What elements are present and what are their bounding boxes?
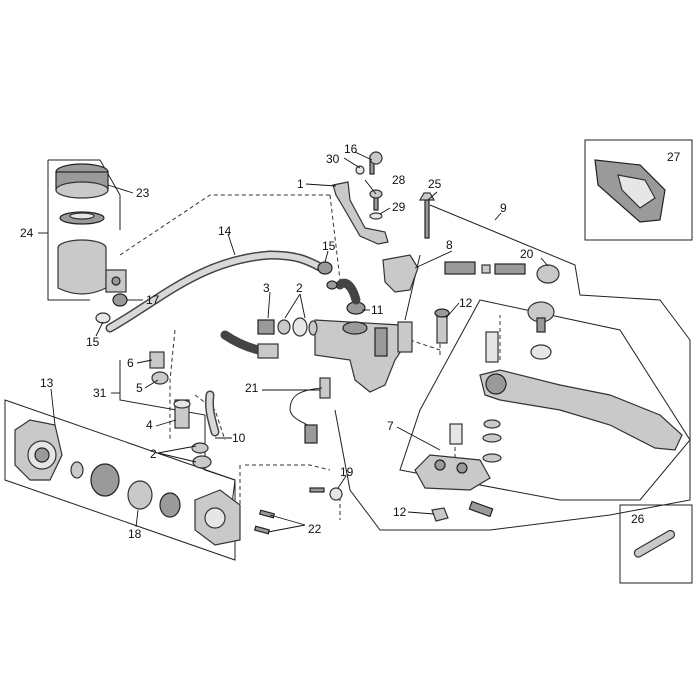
callout-14: 14 — [218, 224, 232, 238]
callout-21: 21 — [245, 381, 259, 395]
callout-8: 8 — [446, 238, 453, 252]
master-cylinder — [314, 278, 413, 393]
switch-assembly — [382, 254, 560, 293]
leader-lines — [38, 151, 549, 533]
callout-19: 19 — [340, 465, 354, 479]
callout-12-top: 12 — [459, 296, 473, 310]
callout-labels: 1 2 2 3 4 5 6 7 8 9 10 11 12 12 13 14 15… — [20, 142, 681, 541]
callout-28: 28 — [392, 173, 406, 187]
callout-22: 22 — [308, 522, 322, 536]
reservoir-assembly — [47, 159, 128, 324]
slave-cylinder — [14, 419, 343, 546]
callout-9: 9 — [500, 201, 507, 215]
brake-light-switch — [289, 377, 331, 444]
callout-23: 23 — [136, 186, 150, 200]
inset-parts — [594, 159, 676, 558]
callout-7: 7 — [387, 419, 394, 433]
banjo-fittings — [220, 317, 318, 359]
callout-15-bottom: 15 — [86, 335, 100, 349]
callout-17: 17 — [146, 293, 160, 307]
callout-30: 30 — [326, 152, 340, 166]
rear-hose-group — [149, 351, 220, 469]
callout-31: 31 — [93, 386, 107, 400]
callout-4: 4 — [146, 418, 153, 432]
callout-1: 1 — [297, 177, 304, 191]
callout-12-bottom: 12 — [393, 505, 407, 519]
callout-16: 16 — [344, 142, 358, 156]
callout-18: 18 — [128, 527, 142, 541]
callout-13: 13 — [40, 376, 54, 390]
callout-11: 11 — [371, 303, 384, 317]
callout-2-bottom: 2 — [150, 447, 157, 461]
callout-2-top: 2 — [296, 281, 303, 295]
callout-24: 24 — [20, 226, 34, 240]
callout-3: 3 — [263, 281, 270, 295]
callout-6: 6 — [127, 356, 134, 370]
callout-15-top: 15 — [322, 239, 336, 253]
mirror-bracket — [332, 151, 436, 245]
callout-10: 10 — [232, 431, 246, 445]
callout-20: 20 — [520, 247, 534, 261]
callout-29: 29 — [392, 200, 406, 214]
brake-lever — [414, 301, 683, 522]
reservoir-hose — [105, 250, 333, 333]
callout-5: 5 — [136, 381, 143, 395]
callout-27: 27 — [667, 150, 681, 164]
callout-26: 26 — [631, 512, 645, 526]
callout-25: 25 — [428, 177, 442, 191]
boundary-lines — [4, 139, 693, 584]
